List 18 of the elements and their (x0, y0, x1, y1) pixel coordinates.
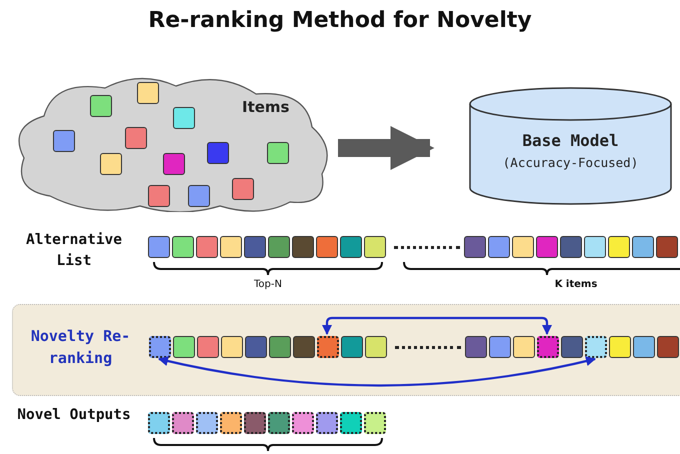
item-square (317, 336, 339, 358)
arrow (322, 316, 552, 335)
node-subtitle: (Accuracy-Focused) (502, 154, 638, 172)
arrow (338, 126, 434, 170)
row-label: Alternative List (24, 231, 124, 271)
node-title: Base Model (522, 130, 619, 152)
arrow (158, 356, 596, 387)
item-square (585, 336, 607, 358)
row-label: Novel Outputs (16, 406, 132, 425)
item-square (537, 336, 559, 358)
panel-label: Novelty Re-ranking (30, 326, 132, 369)
brace-label: Top-N (253, 279, 283, 290)
title: Re-ranking Method for Novelty (147, 8, 533, 34)
cloud-label: Items (242, 98, 290, 116)
panel (12, 304, 680, 396)
item-square (149, 336, 171, 358)
database-cylinder (468, 86, 673, 206)
brace-label: K items (554, 279, 598, 290)
